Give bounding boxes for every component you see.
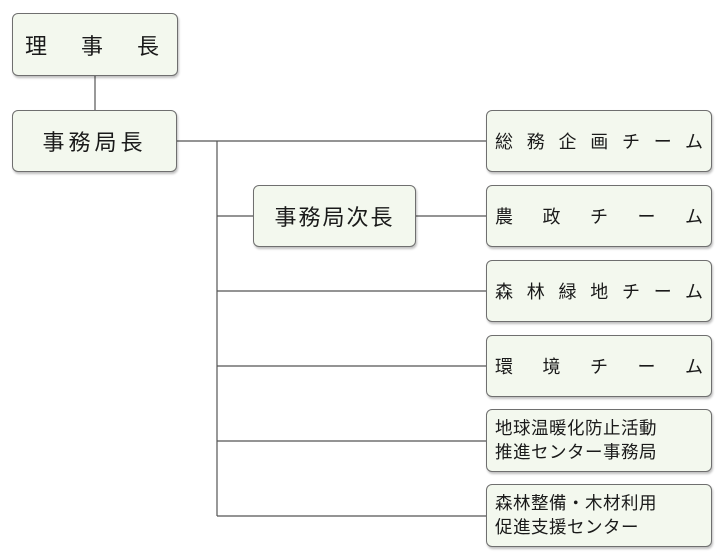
- team-box-6: 森林整備・木材利用 促進支援センター: [486, 484, 712, 547]
- team-box-1: 総務企画チーム: [486, 110, 712, 172]
- team-box-4: 環 境 チ ー ム: [486, 335, 712, 397]
- chairman-label: 理 事 長: [24, 34, 165, 60]
- team-box-5: 地球温暖化防止活動 推進センター事務局: [486, 409, 712, 472]
- team-box-2: 農 政 チ ー ム: [486, 185, 712, 247]
- chairman-box: 理 事 長: [12, 13, 178, 76]
- team-label-6-line-1: 森林整備・木材利用: [495, 493, 657, 514]
- team-label-5-line-2: 推進センター事務局: [495, 442, 657, 463]
- team-box-3: 森林緑地チーム: [486, 260, 712, 322]
- deputy-label: 事務局次長: [274, 206, 395, 231]
- director-label: 事務局長: [42, 131, 147, 156]
- team-label-1: 総務企画チーム: [495, 132, 703, 153]
- director-box: 事務局長: [12, 110, 177, 172]
- team-label-4: 環 境 チ ー ム: [495, 357, 703, 378]
- team-label-6-line-2: 促進支援センター: [495, 517, 639, 538]
- team-label-2: 農 政 チ ー ム: [495, 207, 703, 228]
- team-label-3: 森林緑地チーム: [495, 282, 703, 303]
- deputy-box: 事務局次長: [253, 185, 416, 247]
- team-label-5-line-1: 地球温暖化防止活動: [495, 418, 657, 439]
